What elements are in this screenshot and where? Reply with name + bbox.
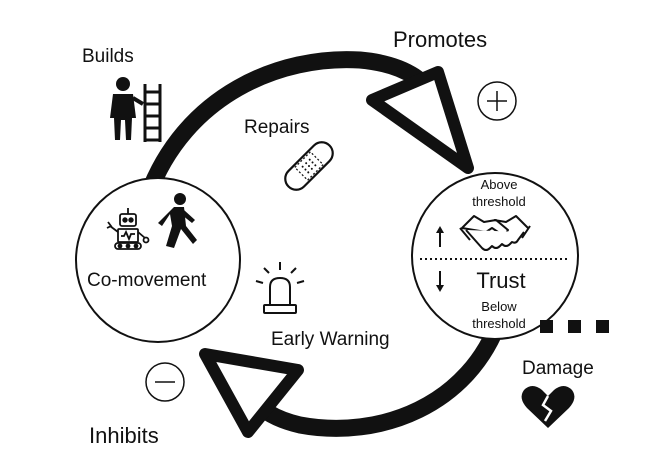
person-ladder-icon — [110, 77, 162, 142]
promotes-arrow — [139, 51, 474, 204]
up-arrow-icon — [436, 226, 444, 247]
below-threshold-label-line1: Below — [481, 299, 517, 314]
co-movement-circle — [75, 177, 241, 343]
walking-person-icon — [158, 193, 197, 248]
handshake-icon — [459, 215, 531, 251]
alarm-light-icon — [255, 262, 305, 314]
inhibits-arrow — [199, 309, 509, 438]
robot-icon — [106, 208, 150, 250]
repairs-label: Repairs — [244, 117, 309, 138]
damage-dashed-line — [540, 320, 609, 333]
below-threshold-label-line2: threshold — [472, 316, 525, 331]
early-warning-label: Early Warning — [271, 329, 390, 350]
trust-circle — [411, 172, 579, 340]
damage-label: Damage — [522, 358, 594, 379]
plus-symbol — [477, 81, 517, 121]
co-movement-label: Co-movement — [87, 270, 207, 291]
minus-symbol — [145, 362, 185, 402]
trust-label: Trust — [476, 268, 525, 293]
inhibits-label: Inhibits — [89, 423, 159, 448]
builds-label: Builds — [82, 46, 134, 67]
above-threshold-label-line2: threshold — [472, 194, 525, 209]
down-arrow-icon — [436, 271, 444, 292]
bandage-icon — [284, 141, 334, 191]
broken-heart-icon — [521, 386, 575, 428]
above-threshold-label-line1: Above — [481, 177, 518, 192]
promotes-label: Promotes — [393, 27, 487, 52]
